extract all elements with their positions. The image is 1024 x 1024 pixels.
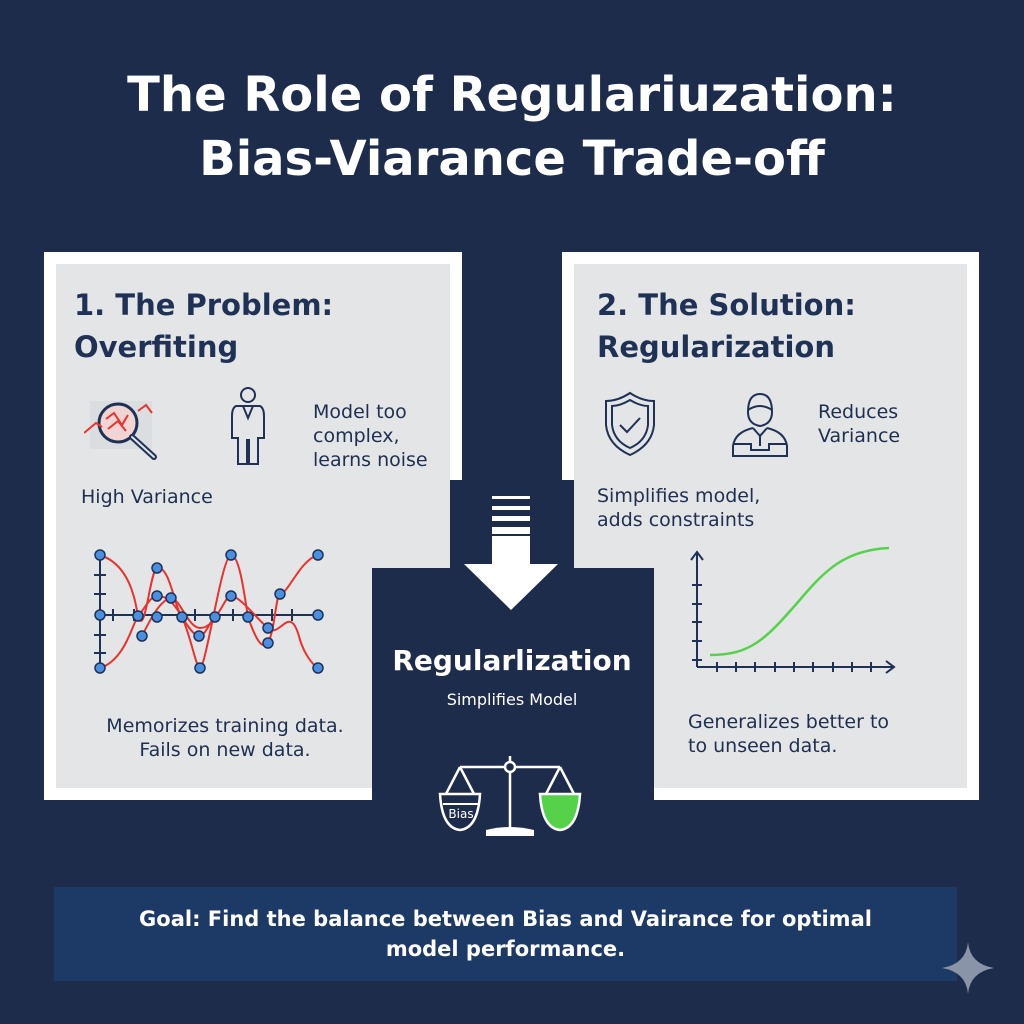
goal-banner: Goal: Find the balance between Bias and …	[54, 887, 957, 981]
text-line: adds constraints	[597, 509, 755, 531]
data-point	[312, 609, 324, 621]
plot-axes	[690, 550, 896, 674]
data-point	[94, 662, 106, 674]
regularization-title: Regularlization	[392, 644, 632, 677]
down-arrow-icon	[464, 496, 558, 610]
data-point	[136, 630, 148, 642]
problem-heading-line-2: Overfiting	[74, 330, 239, 364]
data-point	[194, 662, 206, 674]
solution-heading-line-2: Regularization	[597, 330, 835, 364]
text-line: Memorizes training data.	[106, 715, 344, 737]
title-line-1: The Role of Regulariuzation:	[127, 67, 897, 123]
problem-side-text: Model too complex, learns noise	[313, 400, 428, 472]
solution-caption: Generalizes better to to unseen data.	[688, 710, 889, 758]
text-line: learns noise	[313, 449, 428, 471]
data-point	[312, 549, 324, 561]
text-line: Variance	[818, 425, 901, 447]
data-point	[312, 662, 324, 674]
magnifier-noise-icon	[84, 401, 157, 460]
data-point	[262, 622, 274, 634]
plot-axes	[94, 552, 320, 670]
text-line: Generalizes better to	[688, 711, 890, 733]
text-line: Simplifies model,	[597, 485, 761, 507]
data-point	[225, 549, 237, 561]
text-line: Model too	[313, 401, 407, 423]
goal-text: Goal: Find the balance between Bias and …	[139, 907, 872, 961]
text-line: complex,	[313, 425, 400, 447]
data-point	[94, 549, 106, 561]
data-point	[94, 609, 106, 621]
data-points	[94, 549, 324, 674]
data-point	[151, 562, 163, 574]
high-variance-label: High Variance	[81, 486, 213, 508]
data-point	[242, 611, 254, 623]
balance-scale-icon	[438, 756, 582, 836]
data-point	[151, 611, 163, 623]
regularization-subtitle: Simplifies Model	[446, 690, 578, 709]
center-block	[372, 568, 654, 828]
data-point	[209, 611, 221, 623]
overfitting-curve-plot	[94, 549, 324, 674]
solution-side-text: Reduces Variance	[818, 400, 900, 448]
problem-heading-line-1: 1. The Problem:	[74, 288, 334, 322]
overfit-curves	[99, 553, 319, 670]
scale-bias-label: Bias	[448, 807, 474, 821]
data-point	[262, 637, 274, 649]
title-line-2: Bias-Viarance Trade-off	[199, 131, 825, 187]
data-point	[176, 611, 188, 623]
text-line: Fails on new data.	[139, 739, 311, 761]
green-pan	[538, 792, 582, 832]
generalization-curve-plot	[690, 546, 896, 674]
text-line: Reduces	[818, 401, 899, 423]
page-title: The Role of Regulariuzation: Bias-Viaran…	[0, 63, 1024, 191]
text-line: to unseen data.	[688, 735, 838, 757]
sparkle-icon	[942, 942, 994, 994]
data-point	[274, 588, 286, 600]
green-curve	[709, 546, 890, 657]
problem-heading: 1. The Problem: Overfiting	[74, 284, 333, 368]
solution-heading-line-1: 2. The Solution:	[597, 288, 856, 322]
data-point	[132, 610, 144, 622]
solution-heading: 2. The Solution: Regularization	[597, 284, 856, 368]
shield-check-icon	[605, 391, 655, 457]
person-suit-icon	[231, 387, 265, 465]
data-point	[165, 592, 177, 604]
person-icon	[732, 392, 788, 457]
data-point	[151, 590, 163, 602]
solution-sub-text: Simplifies model, adds constraints	[597, 484, 760, 532]
data-point	[225, 590, 237, 602]
data-point	[193, 630, 205, 642]
problem-caption: Memorizes training data. Fails on new da…	[80, 714, 370, 762]
